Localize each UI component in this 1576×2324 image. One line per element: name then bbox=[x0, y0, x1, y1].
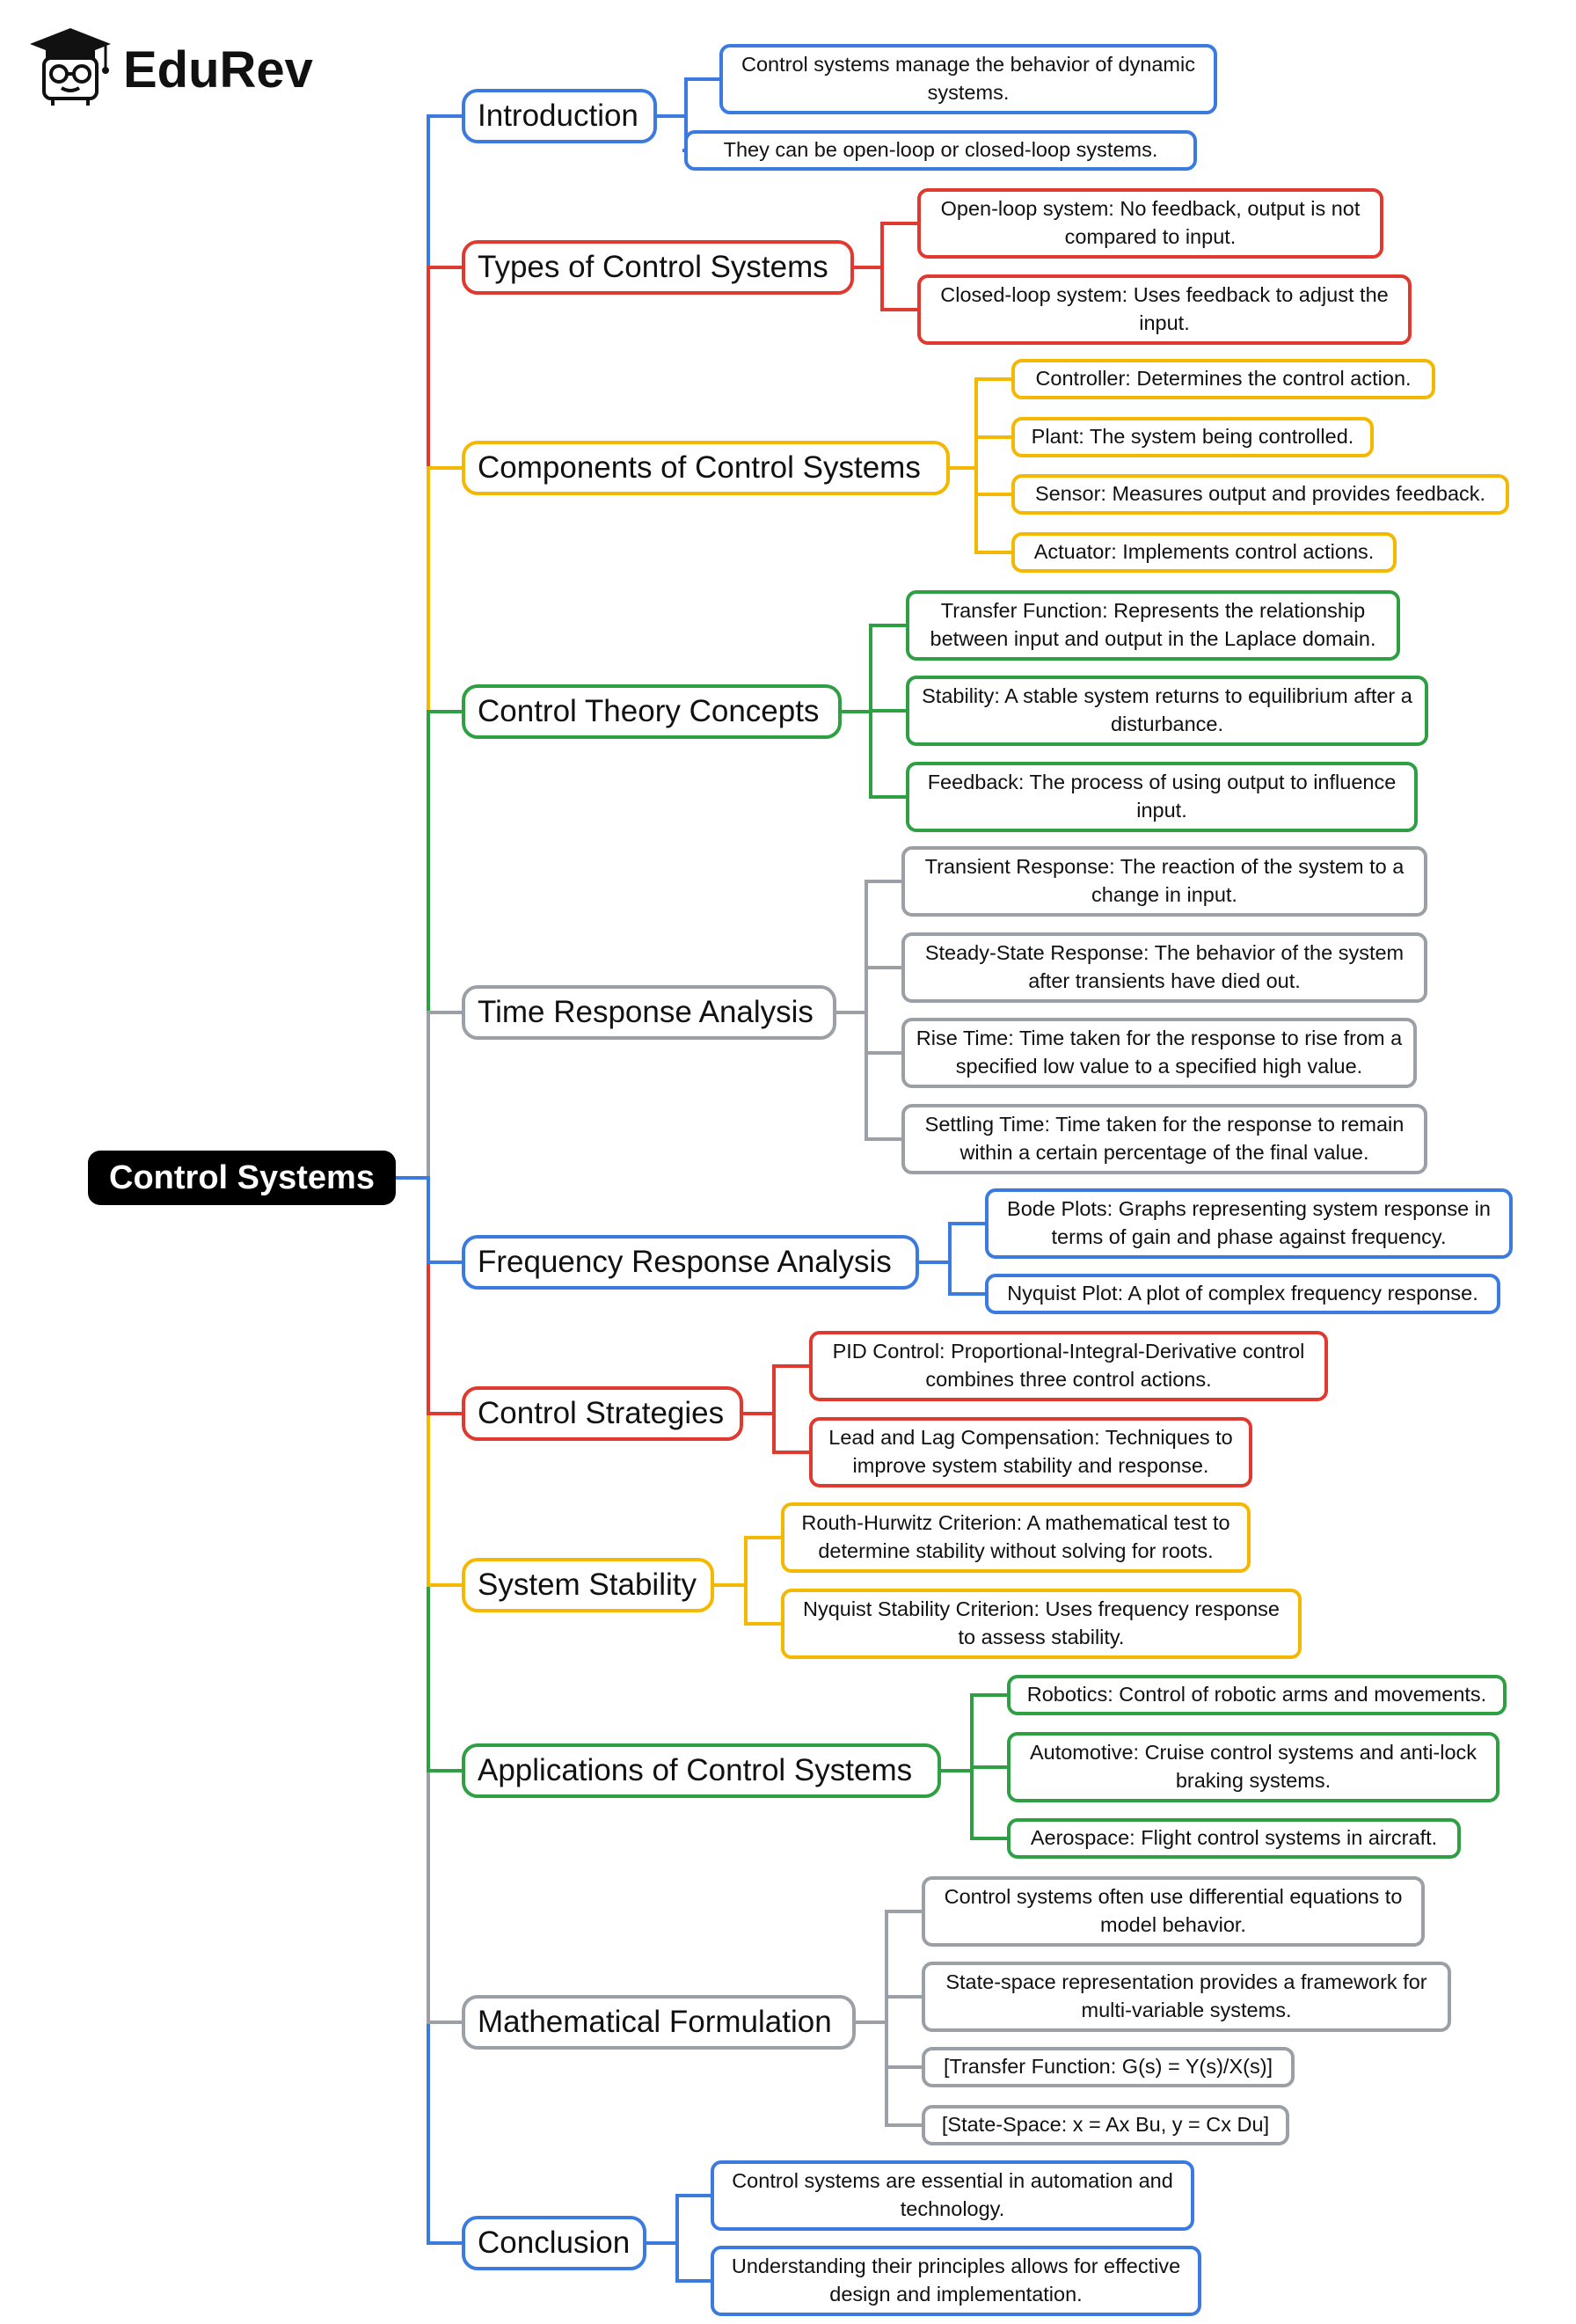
brand-name: EduRev bbox=[123, 41, 313, 99]
leaf-node: Control systems often use differential e… bbox=[922, 1876, 1425, 1947]
topic-node: Frequency Response Analysis bbox=[462, 1235, 919, 1290]
leaf-node: Lead and Lag Compensation: Techniques to… bbox=[809, 1417, 1252, 1487]
leaf-node: Control systems manage the behavior of d… bbox=[719, 44, 1217, 114]
leaf-node: PID Control: Proportional-Integral-Deriv… bbox=[809, 1331, 1328, 1401]
leaf-node: Stability: A stable system returns to eq… bbox=[906, 676, 1428, 746]
leaf-node: Settling Time: Time taken for the respon… bbox=[901, 1104, 1427, 1174]
topic-node: Types of Control Systems bbox=[462, 240, 854, 295]
leaf-node: Nyquist Stability Criterion: Uses freque… bbox=[781, 1589, 1302, 1659]
topic-node: Control Theory Concepts bbox=[462, 684, 842, 739]
leaf-node: [Transfer Function: G(s) = Y(s)/X(s)] bbox=[922, 2047, 1295, 2087]
leaf-node: Transfer Function: Represents the relati… bbox=[906, 590, 1400, 661]
leaf-node: [State-Space: x = Ax Bu, y = Cx Du] bbox=[922, 2105, 1289, 2145]
topic-node: Time Response Analysis bbox=[462, 985, 836, 1040]
leaf-node: State-space representation provides a fr… bbox=[922, 1962, 1451, 2032]
topic-node: Introduction bbox=[462, 89, 657, 143]
leaf-node: Understanding their principles allows fo… bbox=[711, 2246, 1201, 2316]
leaf-node: Routh-Hurwitz Criterion: A mathematical … bbox=[781, 1502, 1251, 1573]
leaf-node: Robotics: Control of robotic arms and mo… bbox=[1007, 1675, 1507, 1715]
leaf-node: Closed-loop system: Uses feedback to adj… bbox=[917, 274, 1412, 345]
topic-node: Control Strategies bbox=[462, 1386, 743, 1441]
leaf-node: Steady-State Response: The behavior of t… bbox=[901, 932, 1427, 1003]
leaf-node: Controller: Determines the control actio… bbox=[1011, 359, 1435, 399]
leaf-node: Control systems are essential in automat… bbox=[711, 2160, 1194, 2231]
root-node: Control Systems bbox=[88, 1151, 396, 1205]
topic-node: System Stability bbox=[462, 1558, 714, 1612]
leaf-node: Open-loop system: No feedback, output is… bbox=[917, 188, 1383, 259]
topic-node: Conclusion bbox=[462, 2216, 646, 2270]
leaf-node: They can be open-loop or closed-loop sys… bbox=[684, 130, 1197, 171]
edurev-logo: EduRev bbox=[26, 25, 317, 113]
topic-node: Applications of Control Systems bbox=[462, 1743, 941, 1798]
leaf-node: Bode Plots: Graphs representing system r… bbox=[985, 1188, 1513, 1259]
leaf-node: Aerospace: Flight control systems in air… bbox=[1007, 1818, 1461, 1859]
topic-node: Mathematical Formulation bbox=[462, 1995, 856, 2050]
leaf-node: Automotive: Cruise control systems and a… bbox=[1007, 1732, 1499, 1802]
leaf-node: Transient Response: The reaction of the … bbox=[901, 846, 1427, 917]
graduate-mascot-icon bbox=[30, 28, 111, 106]
leaf-node: Rise Time: Time taken for the response t… bbox=[901, 1018, 1417, 1088]
leaf-node: Nyquist Plot: A plot of complex frequenc… bbox=[985, 1274, 1500, 1314]
leaf-node: Plant: The system being controlled. bbox=[1011, 417, 1374, 457]
leaf-node: Sensor: Measures output and provides fee… bbox=[1011, 474, 1509, 515]
leaf-node: Actuator: Implements control actions. bbox=[1011, 532, 1397, 573]
topic-node: Components of Control Systems bbox=[462, 441, 950, 495]
leaf-node: Feedback: The process of using output to… bbox=[906, 762, 1418, 832]
